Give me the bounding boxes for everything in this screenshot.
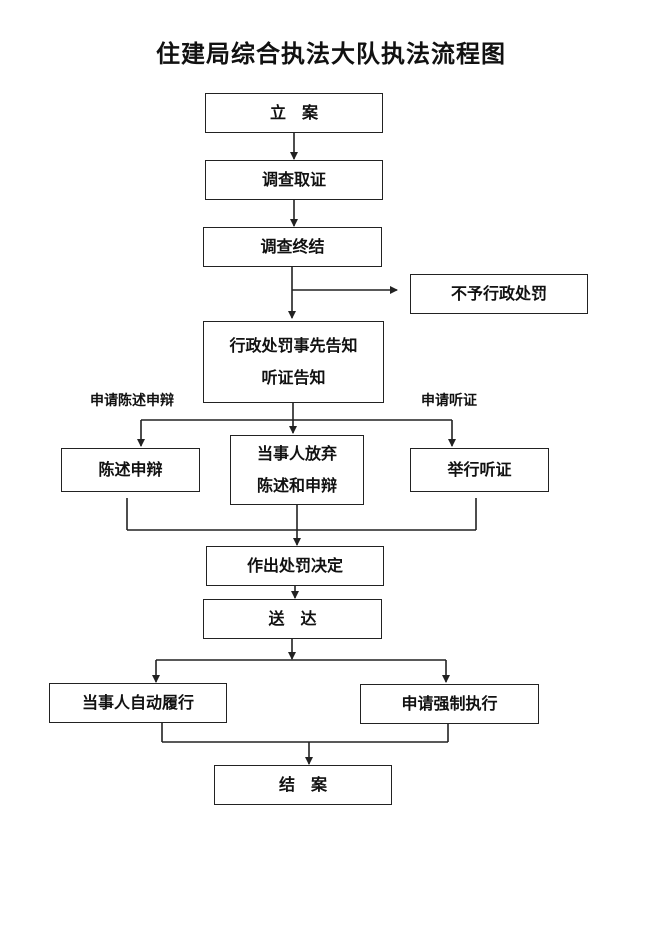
node-file-case: 立 案	[205, 93, 383, 133]
node-close-case: 结 案	[214, 765, 392, 805]
node-hold-hearing-label: 举行听证	[447, 460, 512, 479]
node-prior-notice: 行政处罚事先告知 听证告知	[203, 321, 384, 403]
label-apply-statement: 申请陈述申辩	[90, 393, 174, 409]
node-self-perform-label: 当事人自动履行	[81, 693, 194, 712]
node-enforce: 申请强制执行	[360, 684, 539, 724]
node-investigate: 调查取证	[205, 160, 383, 200]
node-investigation-end: 调查终结	[203, 227, 382, 267]
node-hold-hearing: 举行听证	[410, 448, 549, 492]
node-waive-line2: 陈述和申辩	[256, 476, 337, 495]
node-file-case-label: 立 案	[269, 103, 318, 122]
page-title: 住建局综合执法大队执法流程图	[156, 40, 506, 68]
node-decision-label: 作出处罚决定	[246, 556, 343, 575]
node-statement-defense: 陈述申辩	[61, 448, 200, 492]
node-decision: 作出处罚决定	[206, 546, 384, 586]
node-waive: 当事人放弃 陈述和申辩	[230, 435, 364, 505]
node-self-perform: 当事人自动履行	[49, 683, 227, 723]
node-no-penalty: 不予行政处罚	[410, 274, 588, 314]
node-enforce-label: 申请强制执行	[401, 694, 498, 713]
node-prior-notice-line2: 听证告知	[261, 368, 326, 387]
node-investigate-label: 调查取证	[261, 170, 326, 189]
node-delivery: 送 达	[203, 599, 382, 639]
label-apply-hearing: 申请听证	[421, 393, 477, 409]
node-statement-defense-label: 陈述申辩	[98, 460, 163, 479]
node-close-case-label: 结 案	[278, 775, 327, 794]
node-waive-line1: 当事人放弃	[256, 444, 337, 463]
node-prior-notice-line1: 行政处罚事先告知	[229, 336, 358, 355]
node-no-penalty-label: 不予行政处罚	[450, 284, 547, 303]
node-investigation-end-label: 调查终结	[260, 237, 325, 256]
node-delivery-label: 送 达	[268, 609, 317, 628]
